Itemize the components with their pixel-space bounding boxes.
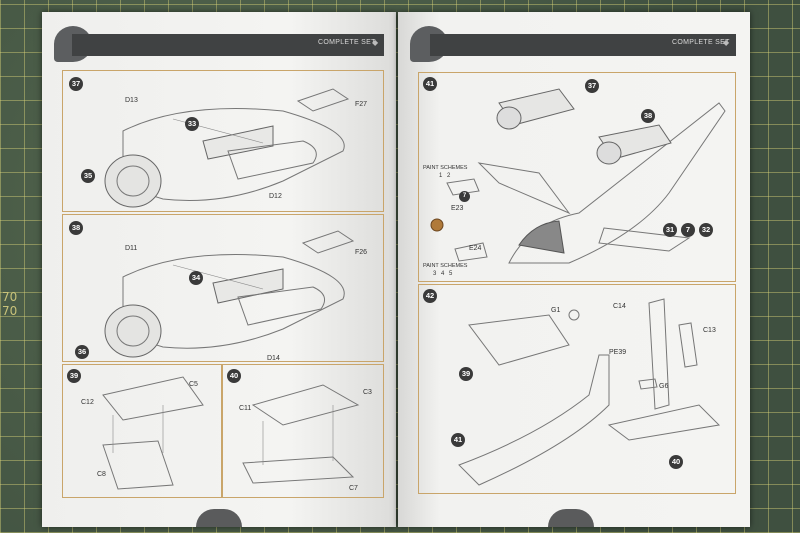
step-number: 42: [423, 289, 437, 303]
callout-number: 7: [681, 223, 695, 237]
wing-diagram-37: [104, 88, 350, 208]
callout-number: 35: [81, 169, 95, 183]
step-panel-39: 39 C5 C12 C8: [62, 364, 222, 498]
instruction-page-right: COMPLETE SET ◆ 41 37 38 PAINT SCHEMES 1 …: [398, 12, 750, 527]
step-number: 39: [67, 369, 81, 383]
step-panel-38: 38 D11 F26 34 36 D14: [62, 214, 384, 362]
scheme-circle: 3: [433, 271, 437, 277]
header-bullet-icon: ◆: [723, 38, 730, 47]
mat-ruler-number: 70: [2, 304, 18, 318]
scheme-circle: 5: [449, 271, 453, 277]
part-label: F26: [355, 249, 368, 256]
callout-number: 32: [699, 223, 713, 237]
page-header-bar: [72, 34, 384, 56]
paint-schemes-label: PAINT SCHEMES: [423, 263, 468, 269]
page-tab: [196, 509, 242, 527]
stabilizer-diagram-40: [242, 384, 360, 484]
part-label: G6: [659, 383, 669, 390]
instruction-page-left: COMPLETE SET ◆ 37 D13 33 F27 35 D12: [42, 12, 396, 527]
callout-number: 33: [185, 117, 199, 131]
scheme-circle: 2: [447, 173, 451, 179]
part-label: D12: [269, 193, 282, 200]
part-label: C12: [81, 399, 94, 406]
callout-number: 31: [663, 223, 677, 237]
scheme-circle: 4: [441, 271, 445, 277]
step-number: 40: [227, 369, 241, 383]
wing-diagram-38: [104, 230, 355, 358]
callout-number: 40: [669, 455, 683, 469]
step-panel-40: 40 C3 C11 C7: [222, 364, 384, 498]
scheme-circle: 1: [439, 173, 443, 179]
part-label: C8: [97, 471, 106, 478]
paint-schemes-label: PAINT SCHEMES: [423, 165, 468, 171]
mat-ruler-number: 70: [2, 290, 18, 304]
step-panel-37: 37 D13 33 F27 35 D12: [62, 70, 384, 212]
header-title: COMPLETE SET: [672, 39, 730, 46]
part-label: C3: [363, 389, 372, 396]
part-label: PE39: [609, 349, 627, 356]
part-label: E24: [469, 245, 482, 252]
part-label: D11: [125, 245, 138, 252]
step-panel-41: 41 37 38 PAINT SCHEMES 1 2 E23 7 E24 PAI…: [418, 72, 736, 282]
step-number: 41: [423, 77, 437, 91]
page-header-bar: [430, 34, 736, 56]
step-panel-42: 42 G1 C14 C13 PE39 39 G6 41 40: [418, 284, 736, 494]
step-number: 37: [69, 77, 83, 91]
part-label: F27: [355, 101, 368, 108]
part-label: C13: [703, 327, 716, 334]
header-title: COMPLETE SET: [318, 39, 376, 46]
stabilizer-diagram-39: [102, 376, 204, 490]
part-label: C7: [349, 485, 358, 492]
callout-number: 7: [459, 191, 470, 202]
part-label: E23: [451, 205, 464, 212]
callout-number: 36: [75, 345, 89, 359]
part-label: C5: [189, 381, 198, 388]
callout-number: 37: [585, 79, 599, 93]
part-label: C11: [239, 405, 252, 412]
tail-diagram-42: [458, 298, 721, 486]
callout-number: 41: [451, 433, 465, 447]
part-label: D13: [125, 97, 138, 104]
fuselage-diagram-41: [430, 88, 726, 264]
header-bullet-icon: ◆: [372, 38, 379, 47]
part-label: C14: [613, 303, 626, 310]
callout-number: 34: [189, 271, 203, 285]
part-label: G1: [551, 307, 561, 314]
callout-number: 39: [459, 367, 473, 381]
callout-number: 38: [641, 109, 655, 123]
page-tab: [548, 509, 594, 527]
step-number: 38: [69, 221, 83, 235]
part-label: D14: [267, 355, 280, 362]
